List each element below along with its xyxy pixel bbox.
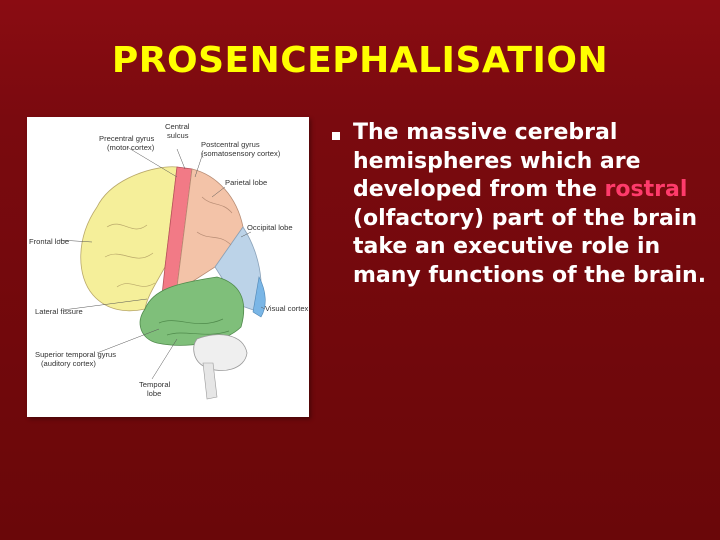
brainstem-region bbox=[202, 362, 218, 400]
bullet-text-part2: (olfactory) part of the brain take an ex… bbox=[353, 205, 707, 288]
label-occipital: Occipital lobe bbox=[247, 223, 293, 232]
temporal-lobe-region bbox=[139, 276, 245, 346]
label-visual: Visual cortex bbox=[265, 304, 309, 313]
label-temporal: Temporal bbox=[139, 380, 171, 389]
cerebellum-region bbox=[193, 334, 248, 371]
label-lateral: Lateral fissure bbox=[35, 307, 83, 316]
label-auditory: (auditory cortex) bbox=[41, 359, 96, 368]
slide-title: PROSENCEPHALISATION bbox=[111, 40, 609, 81]
brain-diagram-svg: Precentral gyrus (motor cortex) Central … bbox=[29, 122, 309, 400]
label-precentral: Precentral gyrus bbox=[99, 134, 154, 143]
label-sup-temporal: Superior temporal gyrus bbox=[35, 350, 116, 359]
label-sulcus: sulcus bbox=[167, 131, 189, 140]
label-lobe: lobe bbox=[147, 389, 161, 398]
bullet-text: The massive cerebral hemispheres which a… bbox=[353, 119, 715, 290]
label-postcentral: Postcentral gyrus bbox=[201, 140, 260, 149]
label-motor: (motor cortex) bbox=[107, 143, 155, 152]
parietal-lobe-region bbox=[176, 168, 244, 288]
bullet-marker bbox=[332, 132, 340, 140]
label-somato: (somatosensory cortex) bbox=[201, 149, 281, 158]
label-frontal: Frontal lobe bbox=[29, 237, 69, 246]
visual-cortex-region bbox=[252, 276, 266, 318]
bullet-text-highlight: rostral bbox=[604, 177, 688, 202]
brain-diagram: Precentral gyrus (motor cortex) Central … bbox=[27, 117, 309, 417]
label-parietal: Parietal lobe bbox=[225, 178, 267, 187]
bullet-text-part1: The massive cerebral hemispheres which a… bbox=[353, 120, 641, 202]
label-central: Central bbox=[165, 122, 190, 131]
